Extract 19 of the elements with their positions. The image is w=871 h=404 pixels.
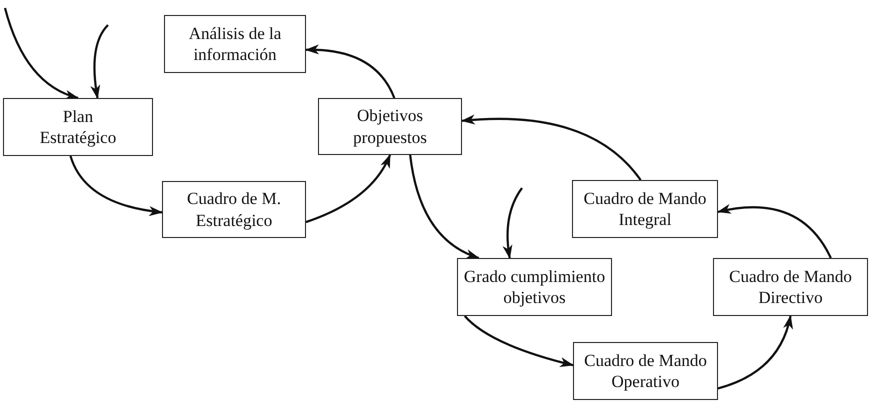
process-box: Plan Estratégico <box>3 98 153 156</box>
process-box: Cuadro de Mando Directivo <box>713 258 868 316</box>
curved-arrow <box>464 315 574 367</box>
curved-arrow <box>718 315 792 390</box>
curved-arrow <box>305 44 396 98</box>
curved-arrow <box>502 187 523 259</box>
process-box: Grado cumplimiento objetivos <box>457 258 612 316</box>
curved-arrow <box>4 8 79 100</box>
curved-arrow <box>306 154 391 224</box>
curved-arrow <box>717 204 832 259</box>
curved-arrow <box>90 24 109 99</box>
process-box: Análisis de la información <box>164 15 306 73</box>
curved-arrow <box>461 114 642 181</box>
curved-arrow <box>409 154 480 260</box>
process-box: Cuadro de M. Estratégico <box>162 181 306 238</box>
process-box: Objetivos propuestos <box>318 98 462 155</box>
curved-arrow <box>69 156 163 216</box>
process-box: Cuadro de Mando Operativo <box>573 342 718 400</box>
process-box: Cuadro de Mando Integral <box>572 180 718 238</box>
